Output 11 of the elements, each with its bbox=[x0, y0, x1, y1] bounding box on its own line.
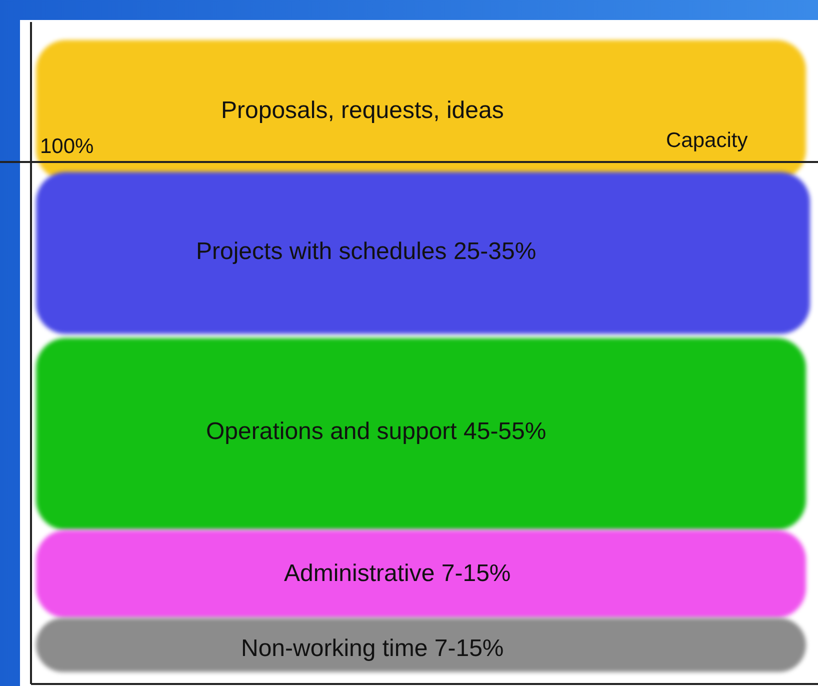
layer-band bbox=[36, 172, 810, 334]
band-label: Operations and support 45-55% bbox=[206, 418, 546, 446]
axis-label: Capacity bbox=[666, 129, 748, 153]
axis-label: 100% bbox=[40, 135, 94, 159]
band-label: Administrative 7-15% bbox=[284, 560, 511, 588]
layer-band bbox=[36, 530, 806, 618]
band-label: Non-working time 7-15% bbox=[241, 635, 504, 663]
band-label: Projects with schedules 25-35% bbox=[196, 238, 536, 266]
layer-band bbox=[36, 338, 806, 530]
layer-band bbox=[36, 618, 806, 672]
band-label: Proposals, requests, ideas bbox=[221, 97, 504, 125]
